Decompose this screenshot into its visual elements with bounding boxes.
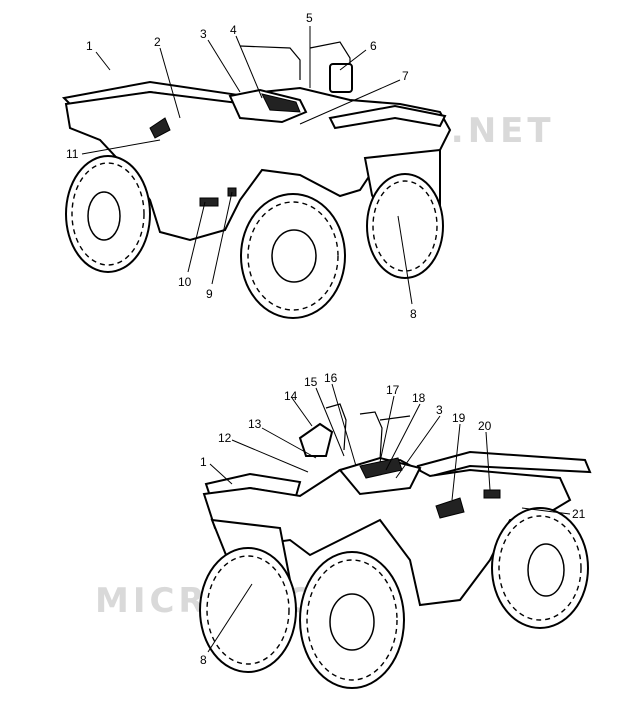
callout-bottom-1: 1 <box>200 455 207 469</box>
callout-top-5: 5 <box>306 11 313 25</box>
callout-bottom-12: 12 <box>218 431 232 445</box>
wheel-front-far <box>366 173 444 279</box>
callout-bottom-3: 3 <box>436 403 443 417</box>
callout-top-3: 3 <box>200 27 207 41</box>
wheel-front-left-b <box>199 547 297 673</box>
callout-top-8: 8 <box>410 307 417 321</box>
bottom-leader-lines <box>207 383 571 653</box>
wheel-front-main-b <box>299 551 405 689</box>
wheel-rear-left <box>65 155 151 273</box>
bottom-callouts: 1 3 8 12 13 14 15 16 17 18 19 20 21 <box>200 371 586 667</box>
top-leader-lines <box>81 26 413 305</box>
atv-bottom-view <box>199 403 592 689</box>
callout-top-11: 11 <box>66 147 79 161</box>
callout-bottom-13: 13 <box>248 417 262 431</box>
callout-top-6: 6 <box>370 39 377 53</box>
callout-bottom-21: 21 <box>572 507 586 521</box>
callout-top-10: 10 <box>178 275 192 289</box>
callout-bottom-16: 16 <box>324 371 338 385</box>
callout-top-7: 7 <box>402 69 409 83</box>
atv-top-view <box>61 41 452 319</box>
callout-top-9: 9 <box>206 287 213 301</box>
callout-bottom-14: 14 <box>284 389 298 403</box>
callout-bottom-18: 18 <box>412 391 426 405</box>
callout-top-1: 1 <box>86 39 93 53</box>
wheel-front-right <box>240 193 346 319</box>
callout-top-2: 2 <box>154 35 161 49</box>
callout-bottom-19: 19 <box>452 411 466 425</box>
callout-bottom-17: 17 <box>386 383 400 397</box>
top-callouts: 1 2 3 4 5 6 7 8 9 10 11 <box>66 11 417 321</box>
callout-bottom-20: 20 <box>478 419 492 433</box>
callout-top-4: 4 <box>230 23 237 37</box>
callout-bottom-15: 15 <box>304 375 318 389</box>
wheel-rear-b <box>491 507 589 629</box>
callout-bottom-8: 8 <box>200 653 207 667</box>
